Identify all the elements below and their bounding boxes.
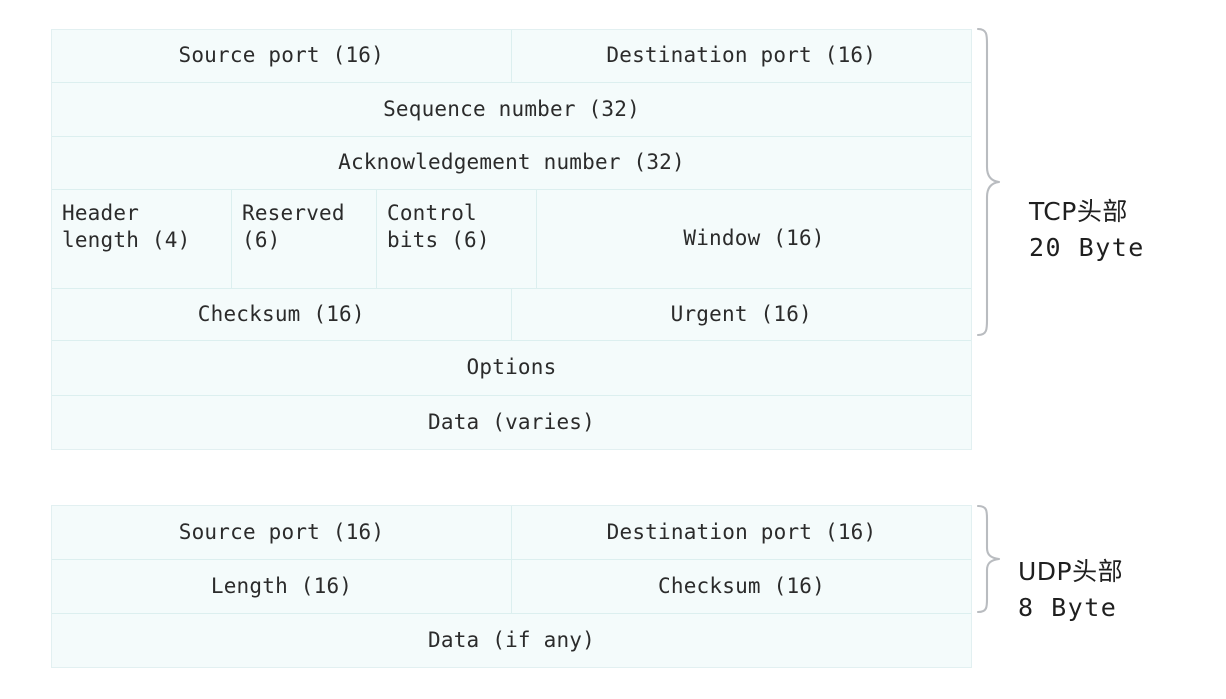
tcp-annotation-line1: TCP头部 — [1029, 197, 1128, 226]
tcp-field-header-length: Header length (4) — [52, 190, 232, 288]
tcp-field-destination-port: Destination port (16) — [606, 43, 877, 68]
tcp-field-data: Data (varies) — [428, 409, 595, 434]
udp-brace-icon — [974, 503, 1006, 615]
tcp-field-reserved: Reserved (6) — [232, 190, 377, 288]
tcp-row-checksum-urgent: Checksum (16) Urgent (16) — [52, 289, 971, 341]
tcp-row-acknowledgement-number: Acknowledgement number (32) — [52, 137, 971, 190]
udp-annotation-line2: 8 Byte — [1018, 593, 1118, 622]
udp-field-checksum: Checksum (16) — [658, 573, 825, 598]
tcp-field-window: Window (16) — [683, 226, 825, 251]
udp-annotation-line1: UDP头部 — [1018, 557, 1124, 586]
tcp-field-acknowledgement-number: Acknowledgement number (32) — [338, 150, 685, 175]
tcp-header-table: Source port (16) Destination port (16) S… — [51, 29, 972, 450]
tcp-field-control-bits: Control bits (6) — [377, 190, 537, 288]
tcp-row-sequence-number: Sequence number (32) — [52, 83, 971, 137]
tcp-row-options: Options — [52, 341, 971, 396]
udp-header-table: Source port (16) Destination port (16) L… — [51, 505, 972, 668]
udp-field-data: Data (if any) — [428, 627, 595, 652]
tcp-row-flags-window: Header length (4) Reserved (6) Control b… — [52, 190, 971, 289]
tcp-row-ports: Source port (16) Destination port (16) — [52, 30, 971, 83]
udp-field-length: Length (16) — [52, 560, 512, 613]
udp-row-ports: Source port (16) Destination port (16) — [52, 506, 971, 560]
tcp-brace-icon — [974, 26, 1006, 338]
udp-row-length-checksum: Length (16) Checksum (16) — [52, 560, 971, 614]
tcp-annotation: TCP头部 20 Byte — [1029, 158, 1145, 302]
udp-row-data: Data (if any) — [52, 614, 971, 667]
udp-annotation: UDP头部 8 Byte — [1018, 518, 1123, 662]
tcp-row-data: Data (varies) — [52, 396, 971, 449]
udp-field-source-port: Source port (16) — [52, 506, 512, 559]
tcp-field-source-port: Source port (16) — [52, 30, 512, 82]
tcp-field-urgent: Urgent (16) — [670, 301, 812, 326]
udp-field-destination-port: Destination port (16) — [606, 519, 877, 544]
tcp-annotation-line2: 20 Byte — [1029, 233, 1145, 262]
tcp-field-sequence-number: Sequence number (32) — [383, 96, 640, 121]
tcp-field-checksum: Checksum (16) — [52, 289, 512, 340]
tcp-field-options: Options — [466, 355, 557, 380]
